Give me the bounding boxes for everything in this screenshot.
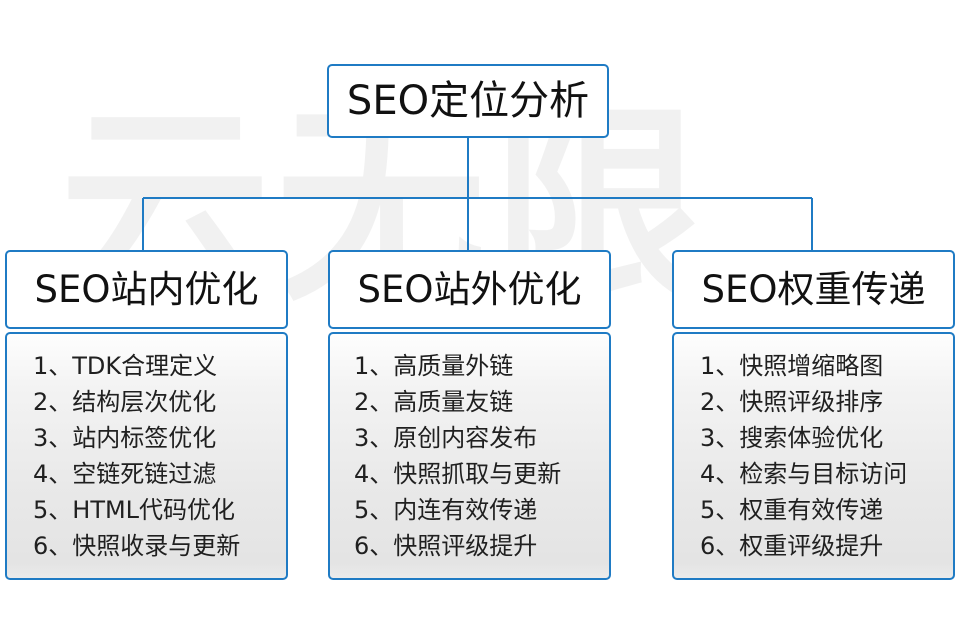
list-item[interactable]: 5、权重有效传递: [700, 496, 884, 524]
column-header-1[interactable]: SEO站外优化: [328, 250, 611, 329]
list-item[interactable]: 3、原创内容发布: [354, 424, 538, 452]
list-item[interactable]: 2、快照评级排序: [700, 388, 884, 416]
list-item[interactable]: 5、内连有效传递: [354, 496, 538, 524]
column-seo-weight: SEO权重传递 1、快照增缩略图 2、快照评级排序 3、搜索体验优化 4、检索与…: [672, 250, 955, 580]
column-header-label-1: SEO站外优化: [357, 268, 582, 311]
column-body-1: 1、高质量外链 2、高质量友链 3、原创内容发布 4、快照抓取与更新 5、内连有…: [328, 332, 611, 580]
list-item[interactable]: 3、站内标签优化: [33, 424, 217, 452]
list-item[interactable]: 6、权重评级提升: [700, 532, 884, 560]
list-item[interactable]: 1、高质量外链: [354, 352, 514, 380]
column-seo-onsite: SEO站内优化 1、TDK合理定义 2、结构层次优化 3、站内标签优化 4、空链…: [5, 250, 288, 580]
list-item[interactable]: 1、快照增缩略图: [700, 352, 884, 380]
list-item[interactable]: 2、结构层次优化: [33, 388, 217, 416]
list-item[interactable]: 6、快照评级提升: [354, 532, 538, 560]
title-box-label: SEO定位分析: [346, 78, 590, 124]
list-item[interactable]: 4、空链死链过滤: [33, 460, 217, 488]
list-item[interactable]: 1、TDK合理定义: [33, 352, 218, 380]
column-header-label-0: SEO站内优化: [34, 268, 259, 311]
list-item[interactable]: 6、快照收录与更新: [33, 532, 241, 560]
column-header-label-2: SEO权重传递: [701, 268, 926, 311]
list-item[interactable]: 5、HTML代码优化: [33, 496, 236, 524]
list-item[interactable]: 4、快照抓取与更新: [354, 460, 562, 488]
list-item[interactable]: 2、高质量友链: [354, 388, 514, 416]
column-body-0: 1、TDK合理定义 2、结构层次优化 3、站内标签优化 4、空链死链过滤 5、H…: [5, 332, 288, 580]
title-box[interactable]: SEO定位分析: [327, 64, 609, 138]
column-header-0[interactable]: SEO站内优化: [5, 250, 288, 329]
column-seo-offsite: SEO站外优化 1、高质量外链 2、高质量友链 3、原创内容发布 4、快照抓取与…: [328, 250, 611, 580]
list-item[interactable]: 3、搜索体验优化: [700, 424, 884, 452]
item-list-2: 1、快照增缩略图 2、快照评级排序 3、搜索体验优化 4、检索与目标访问 5、权…: [674, 348, 953, 564]
item-list-1: 1、高质量外链 2、高质量友链 3、原创内容发布 4、快照抓取与更新 5、内连有…: [330, 348, 609, 564]
item-list-0: 1、TDK合理定义 2、结构层次优化 3、站内标签优化 4、空链死链过滤 5、H…: [7, 348, 286, 564]
list-item[interactable]: 4、检索与目标访问: [700, 460, 908, 488]
column-header-2[interactable]: SEO权重传递: [672, 250, 955, 329]
column-body-2: 1、快照增缩略图 2、快照评级排序 3、搜索体验优化 4、检索与目标访问 5、权…: [672, 332, 955, 580]
